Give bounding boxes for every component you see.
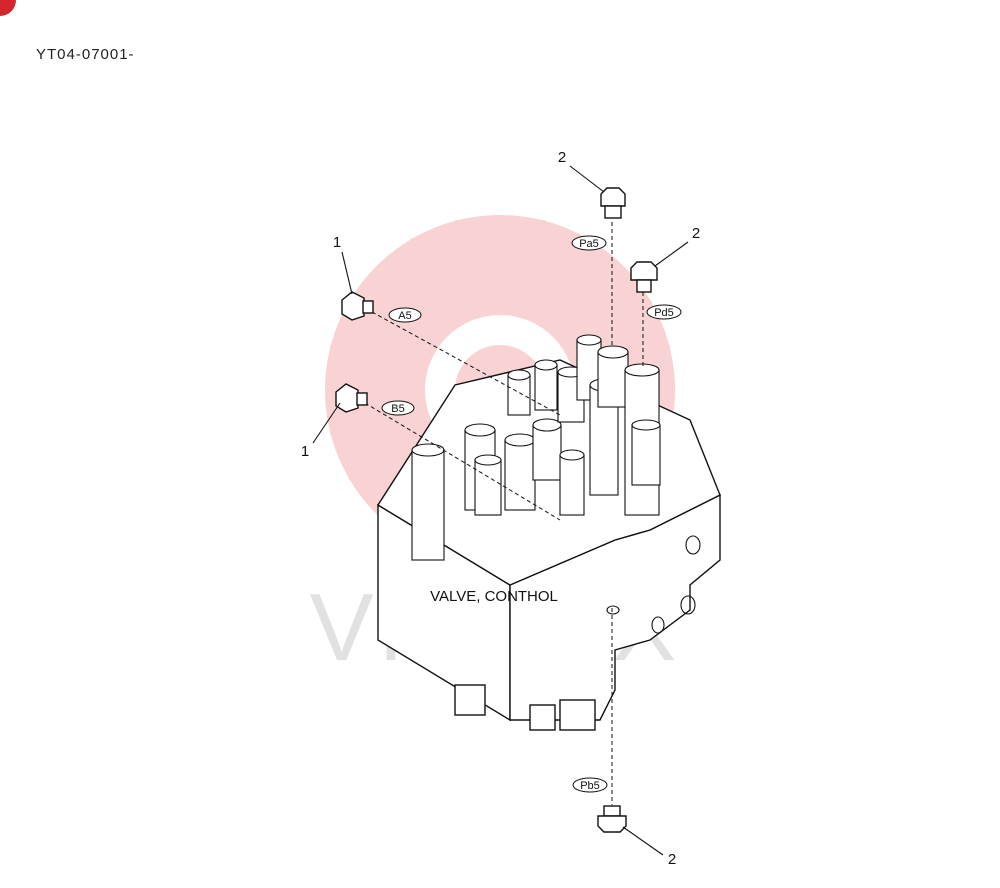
plug-pb5-icon [597, 805, 627, 833]
callout-number: 1 [333, 234, 341, 251]
callout-number: 2 [692, 225, 700, 242]
svg-text:Pa5: Pa5 [579, 238, 599, 250]
document-code: YT04-07001- [36, 46, 135, 63]
port-label-pd5: Pd5 [646, 304, 682, 320]
svg-text:Pd5: Pd5 [654, 307, 674, 319]
port-label-pb5: Pb5 [572, 777, 608, 793]
callout-number: 1 [301, 443, 309, 460]
svg-text:Pb5: Pb5 [580, 780, 600, 792]
callout-number: 2 [558, 149, 566, 166]
port-label-a5: A5 [388, 307, 422, 323]
valve-label: VALVE, CONTHOL [430, 588, 558, 605]
plug-pa5-icon [600, 187, 626, 219]
plug-b5-icon [335, 383, 368, 413]
svg-text:A5: A5 [398, 310, 411, 322]
port-label-b5: B5 [381, 400, 415, 416]
control-valve-body [377, 334, 721, 731]
callout-number: 2 [668, 851, 676, 868]
dashed-leaders [364, 222, 644, 805]
svg-text:B5: B5 [391, 403, 404, 415]
corner-badge [0, 0, 16, 16]
plug-pd5-icon [630, 261, 658, 293]
port-label-pa5: Pa5 [571, 235, 607, 251]
callout-leaders [312, 165, 689, 856]
